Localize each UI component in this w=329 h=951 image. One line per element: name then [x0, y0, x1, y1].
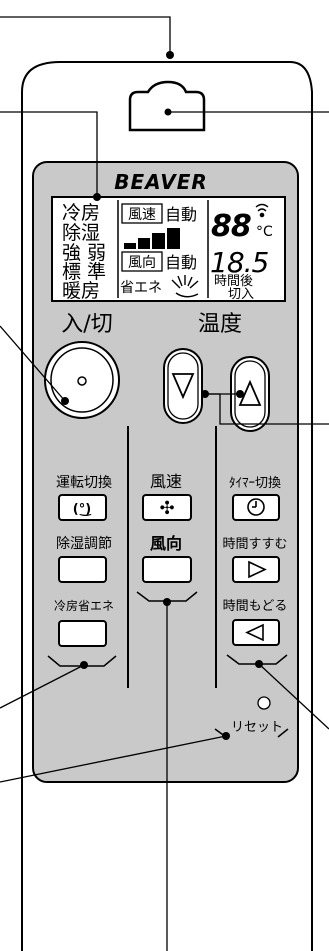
temp-label: 温度 [198, 312, 242, 337]
lcd-mode-strong-weak: 強 弱 [62, 242, 106, 264]
power-indicator-icon [77, 376, 87, 386]
callout-body [0, 16, 171, 55]
lcd-eco-label: 省エネ [120, 280, 162, 296]
triangle-down-icon [171, 373, 195, 400]
temp-down-button-inner [167, 352, 199, 420]
callout-dots [61, 51, 263, 740]
reset-button[interactable] [257, 696, 271, 710]
op-switch-icon: (°͜) [73, 502, 91, 517]
arrow-left-icon [245, 623, 264, 642]
power-button-inner [50, 347, 114, 413]
temp-down-button[interactable] [163, 348, 203, 424]
callout-power [0, 325, 66, 402]
time-back-button[interactable] [232, 619, 280, 646]
cool-eco-button[interactable] [58, 620, 107, 647]
time-back-label: 時間もどる [223, 599, 288, 614]
reset-label: リセット [231, 720, 283, 735]
swing-icon [171, 275, 199, 298]
callout-lcd [0, 111, 98, 197]
fan-icon: ✣ [159, 498, 174, 519]
fan-speed-button[interactable] [142, 494, 192, 521]
op-switch-button[interactable] [58, 494, 107, 521]
lcd-temp-digits: 88 [211, 209, 251, 244]
fan-direction-button[interactable] [142, 556, 192, 583]
time-forward-button[interactable] [232, 556, 280, 583]
lcd-mode-cool: 冷房 [62, 202, 100, 224]
fan-direction-label: 風向 [150, 534, 182, 553]
triangle-up-icon [238, 379, 262, 406]
lcd-temp-unit: °C [256, 224, 273, 240]
arrow-right-icon [248, 560, 267, 579]
timer-switch-label: ﾀｲﾏｰ切換 [229, 476, 281, 491]
lcd-timer-digits: 18.5 [210, 246, 269, 279]
lcd-mode-dehumidify: 除湿 [62, 222, 100, 244]
lcd-fan-dir-value: 自動 [165, 253, 197, 272]
lcd-fan-dir-box [121, 251, 163, 272]
lcd-fan-speed-label: 風速 [128, 207, 156, 223]
callout-lines [0, 16, 329, 951]
lcd-timer-line2: 切入 [228, 287, 254, 302]
lcd-fan-dir-label: 風向 [128, 255, 156, 271]
time-forward-label: 時間すすむ [222, 537, 287, 552]
power-button[interactable] [44, 341, 120, 419]
lcd-fan-speed-bars [124, 228, 180, 249]
lcd-timer-line1: 時間後 [214, 274, 253, 289]
callout-reset [0, 735, 227, 783]
clock-icon [247, 498, 265, 516]
op-switch-label: 運転切換 [56, 475, 112, 491]
lcd-mode-standard: 標 準 [62, 261, 106, 283]
ir-emitter [128, 80, 206, 132]
dehum-adjust-button[interactable] [58, 556, 107, 583]
cool-eco-label: 冷房省エネ [54, 598, 114, 613]
signal-icon [255, 203, 269, 218]
fan-speed-label: 風速 [150, 472, 182, 491]
lcd-fan-speed-box [121, 203, 163, 224]
lcd-mode-heat: 暖房 [62, 280, 100, 302]
dehum-adjust-label: 除湿調節 [56, 535, 112, 552]
power-label: 入/切 [61, 312, 112, 337]
lcd-fan-speed-value: 自動 [165, 205, 197, 224]
callout-right-group [258, 663, 329, 730]
brand-logo: BEAVER [114, 170, 208, 194]
callout-left-group [0, 664, 85, 709]
